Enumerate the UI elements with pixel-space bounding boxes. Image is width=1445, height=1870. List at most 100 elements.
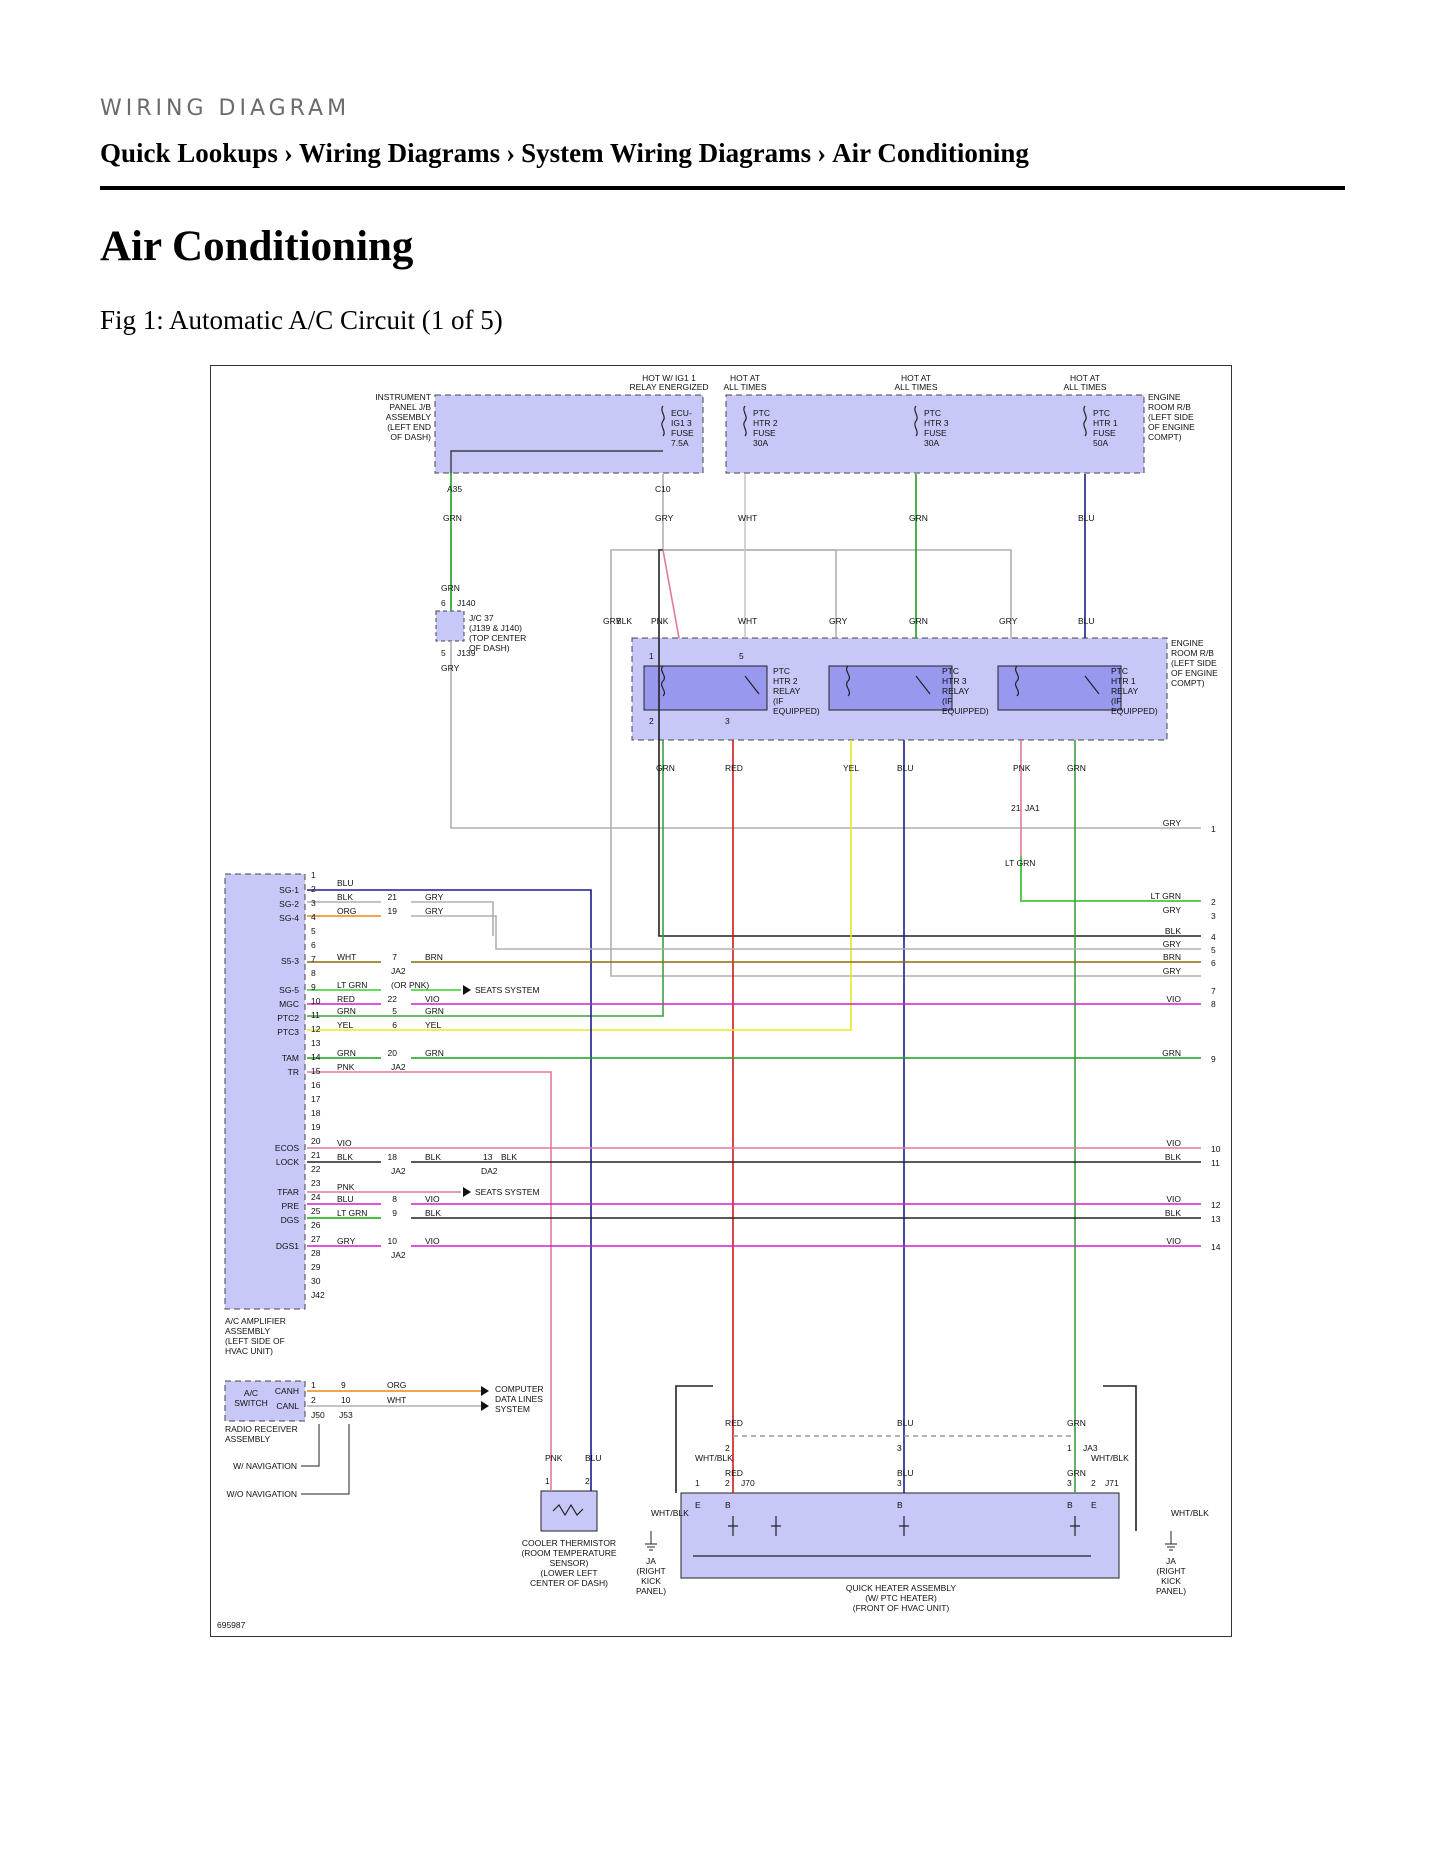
fuse-label: 7.5A — [671, 438, 689, 448]
amp-pin: 19 — [311, 1122, 321, 1132]
computer-data-link[interactable]: SYSTEM — [495, 1404, 530, 1414]
amp-pin: 2 — [311, 884, 316, 894]
wire-color: WHT/BLK — [651, 1508, 689, 1518]
wiring-diagram-frame: HOT W/ IG1 1 RELAY ENERGIZED HOT AT ALL … — [210, 365, 1232, 1637]
amp-terminal: DGS1 — [276, 1241, 299, 1251]
relay-label: PTC — [942, 666, 959, 676]
wire-color: GRY — [441, 663, 460, 673]
note-relay-energized: RELAY ENERGIZED — [629, 382, 708, 392]
continuation-number: 11 — [1211, 1158, 1220, 1168]
jc37-connector: J140 — [457, 598, 476, 608]
module-boxes — [224, 394, 1168, 1579]
wire-color: GRN — [1067, 763, 1086, 773]
wire-color: BLU — [897, 1468, 914, 1478]
arrow-icon — [463, 985, 471, 995]
wire-color: YEL — [843, 763, 859, 773]
wire-color: BLK — [1165, 1152, 1181, 1162]
heater-terminal: B — [725, 1500, 731, 1510]
wire-color: LT GRN — [337, 1208, 367, 1218]
continuation-number: 13 — [1211, 1214, 1221, 1224]
fuse-label: HTR 1 — [1093, 418, 1118, 428]
heater-label: QUICK HEATER ASSEMBLY — [846, 1583, 957, 1593]
seats-system-link[interactable]: SEATS SYSTEM — [475, 1187, 540, 1197]
amp-pin: 9 — [311, 982, 316, 992]
thermistor-pin: 1 — [545, 1476, 550, 1486]
jc37-label: OF DASH) — [469, 643, 510, 653]
wire-color: BLK — [1165, 1208, 1181, 1218]
wire-color: GRN — [1162, 1048, 1181, 1058]
connector-j50: J50 — [311, 1410, 325, 1420]
mid-pin: 7 — [392, 952, 397, 962]
engine-rb-relay-label: OF ENGINE — [1171, 668, 1218, 678]
computer-data-link[interactable]: DATA LINES — [495, 1394, 543, 1404]
wire-color: ORG — [337, 906, 356, 916]
relay-label: EQUIPPED) — [773, 706, 820, 716]
arrow-icon — [463, 1187, 471, 1197]
pin-c10: C10 — [655, 484, 671, 494]
wire-color: BLK — [1165, 926, 1181, 936]
breadcrumb-system-wiring-diagrams[interactable]: System Wiring Diagrams — [521, 138, 812, 168]
heater-pin: 3 — [897, 1478, 902, 1488]
relay-htr1-switch — [1084, 675, 1100, 695]
amp-pin: 1 — [311, 870, 316, 880]
breadcrumb-current: Air Conditioning — [832, 138, 1029, 168]
amp-pin: 15 — [311, 1066, 321, 1076]
amp-terminal: SG-1 — [279, 885, 299, 895]
figure-caption: Fig 1: Automatic A/C Circuit (1 of 5) — [100, 305, 503, 335]
continuation-number: 2 — [1211, 897, 1216, 907]
mid-pin: 22 — [388, 994, 398, 1004]
amp-label: (LEFT SIDE OF — [225, 1336, 285, 1346]
relay-label: RELAY — [1111, 686, 1139, 696]
heater-pin: 1 — [695, 1478, 700, 1488]
wire-color: BLK — [425, 1208, 441, 1218]
connector-ja2: JA2 — [391, 1250, 406, 1260]
thermistor-label: SENSOR) — [550, 1558, 589, 1568]
relay-label: (IF — [1111, 696, 1121, 706]
amp-terminal: PTC3 — [277, 1027, 299, 1037]
continuation-number: 12 — [1211, 1200, 1221, 1210]
thermistor-label: (LOWER LEFT — [540, 1568, 597, 1578]
wire-color: BLU — [337, 878, 354, 888]
ground-label: KICK — [1161, 1576, 1181, 1586]
wire-color: GRN — [909, 616, 928, 626]
wire-color: GRY — [999, 616, 1018, 626]
header-divider — [100, 186, 1345, 190]
breadcrumb-wiring-diagrams[interactable]: Wiring Diagrams — [298, 138, 501, 168]
engine-rb-relay-label: ROOM R/B — [1171, 648, 1214, 658]
breadcrumb-quick-lookups[interactable]: Quick Lookups — [100, 138, 278, 168]
ground-icon — [1165, 1531, 1177, 1551]
ac-switch-label: SWITCH — [234, 1398, 268, 1408]
jc37-label: (J139 & J140) — [469, 623, 522, 633]
continuation-number: 5 — [1211, 945, 1216, 955]
ac-switch-terminal: CANL — [276, 1401, 299, 1411]
wire-color: BLU — [897, 1418, 914, 1428]
ground-label: JA — [1166, 1556, 1176, 1566]
fuse-label: HTR 2 — [753, 418, 778, 428]
arrow-icon — [481, 1386, 489, 1396]
continuation-number: 9 — [1211, 1054, 1216, 1064]
amp-pin: 25 — [311, 1206, 321, 1216]
ground-label: JA — [646, 1556, 656, 1566]
heater-pin: 1 — [1067, 1443, 1072, 1453]
fuse-and-relay-symbols — [450, 405, 1100, 1557]
amp-pin: 6 — [311, 940, 316, 950]
wire-color: PNK — [545, 1453, 563, 1463]
heater-pin: 2 — [725, 1443, 730, 1453]
relay-label: HTR 1 — [1111, 676, 1136, 686]
breadcrumb-separator: › — [283, 138, 293, 168]
relay-htr2-coil — [660, 665, 666, 697]
note-all-times: ALL TIMES — [1064, 382, 1107, 392]
relay-htr3-body — [828, 665, 953, 711]
wire-color: BLK — [337, 1152, 353, 1162]
wire-color: GRN — [1067, 1468, 1086, 1478]
ja1-connector: JA1 — [1025, 803, 1040, 813]
computer-data-link[interactable]: COMPUTER — [495, 1384, 544, 1394]
seats-system-link[interactable]: SEATS SYSTEM — [475, 985, 540, 995]
amp-terminal: LOCK — [276, 1157, 299, 1167]
wire-color: LT GRN — [1005, 858, 1035, 868]
amp-terminal: SG-5 — [279, 985, 299, 995]
heater-pin: 2 — [1091, 1478, 1096, 1488]
thermistor-label: COOLER THERMISTOR — [522, 1538, 616, 1548]
amp-pin: 21 — [311, 1150, 321, 1160]
wires — [307, 474, 1201, 1531]
